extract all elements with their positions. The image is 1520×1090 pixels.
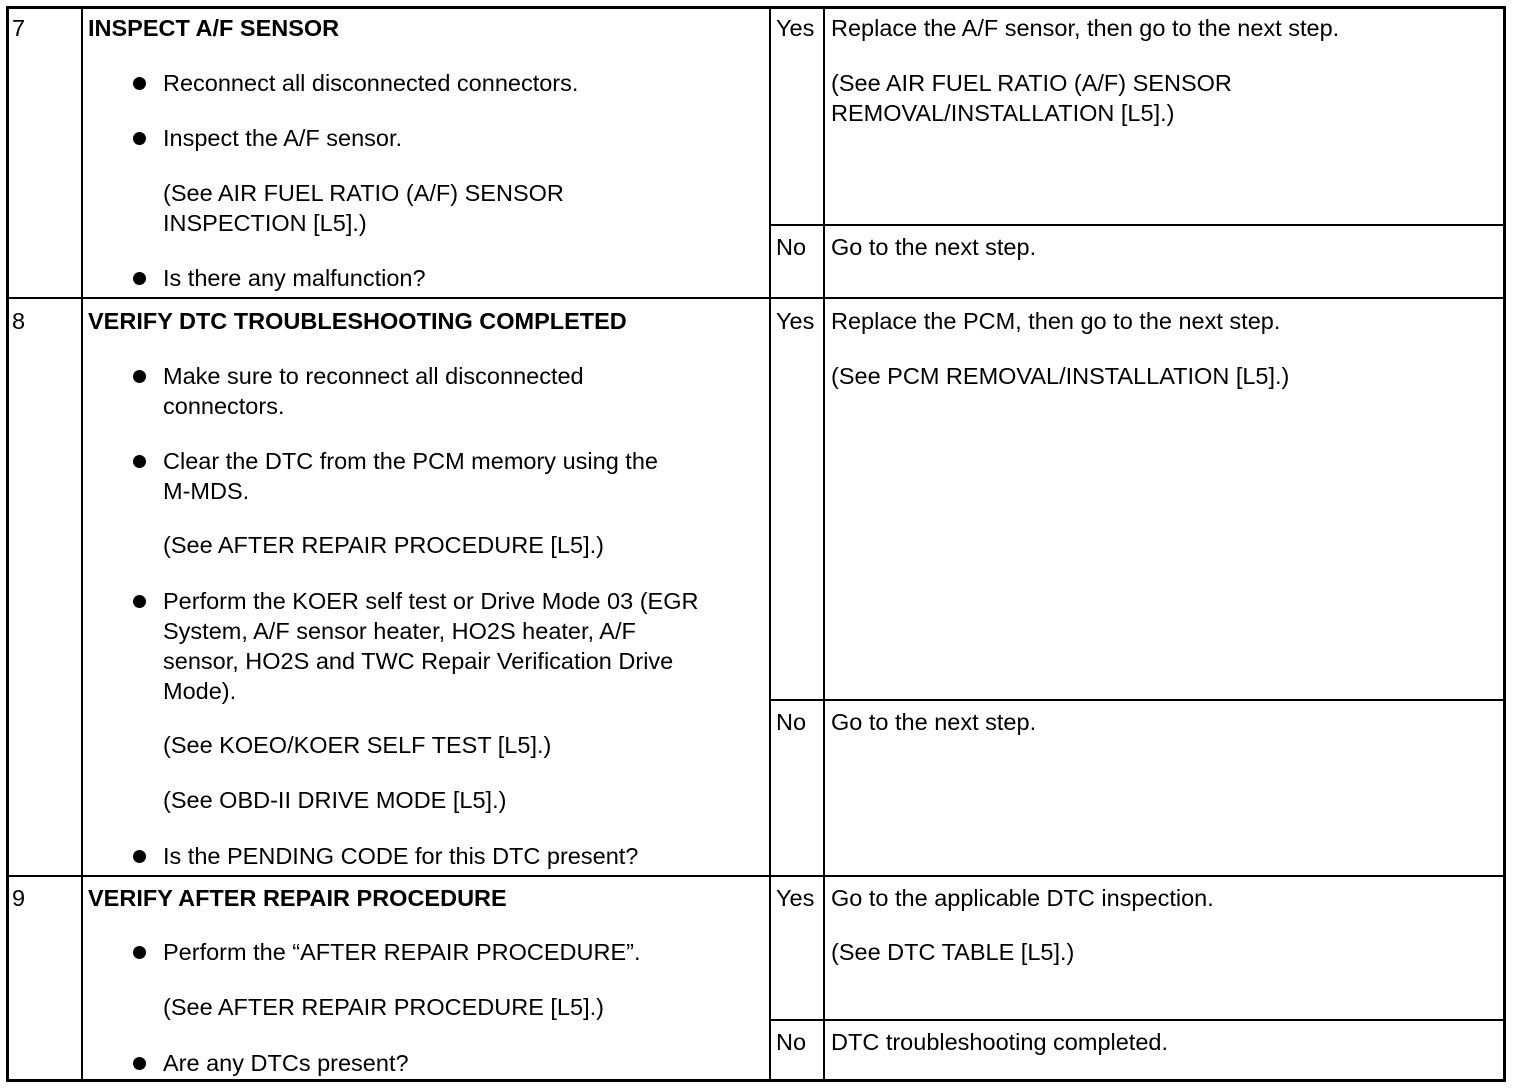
list-item: Perform the “AFTER REPAIR PROCEDURE”. (163, 939, 641, 965)
step-number: 9 (12, 885, 26, 911)
yes-action: Replace the PCM, then go to the next ste… (831, 308, 1281, 334)
reference-note: (See AFTER REPAIR PROCEDURE [L5].) (163, 994, 604, 1020)
no-action: DTC troubleshooting completed. (831, 1029, 1169, 1055)
column-divider-action (769, 8, 771, 1080)
yes-reference: (See AIR FUEL RATIO (A/F) SENSOR (831, 70, 1232, 96)
no-label: No (776, 1029, 807, 1055)
yes-reference: (See PCM REMOVAL/INSTALLATION [L5].) (831, 363, 1290, 389)
yes-label: Yes (776, 15, 815, 41)
step-title: VERIFY AFTER REPAIR PROCEDURE (88, 885, 507, 911)
list-item: Is the PENDING CODE for this DTC present… (163, 843, 639, 869)
list-item: sensor, HO2S and TWC Repair Verification… (163, 648, 674, 674)
step-number: 8 (12, 308, 26, 334)
list-item: M-MDS. (163, 478, 250, 504)
reference-note: (See AIR FUEL RATIO (A/F) SENSOR (163, 180, 564, 206)
no-label: No (776, 234, 807, 260)
bullet-icon (133, 455, 146, 468)
list-item: Inspect the A/F sensor. (163, 125, 403, 151)
column-divider-result (823, 8, 825, 1080)
row-divider-7-8 (8, 297, 1504, 299)
step-title: INSPECT A/F SENSOR (88, 15, 340, 41)
troubleshooting-table (6, 6, 1506, 1082)
bullet-icon (133, 595, 146, 608)
bullet-icon (133, 370, 146, 383)
yes-no-divider-8 (770, 699, 1504, 701)
no-label: No (776, 709, 807, 735)
yes-label: Yes (776, 885, 815, 911)
list-item: System, A/F sensor heater, HO2S heater, … (163, 618, 636, 644)
step-number: 7 (12, 15, 26, 41)
list-item: Is there any malfunction? (163, 265, 426, 291)
list-item: connectors. (163, 393, 285, 419)
column-divider-step (81, 8, 83, 1080)
list-item: Reconnect all disconnected connectors. (163, 70, 579, 96)
reference-note: (See KOEO/KOER SELF TEST [L5].) (163, 732, 552, 758)
bullet-icon (133, 272, 146, 285)
yes-reference: REMOVAL/INSTALLATION [L5].) (831, 100, 1175, 126)
reference-note: (See AFTER REPAIR PROCEDURE [L5].) (163, 532, 604, 558)
bullet-icon (133, 1057, 146, 1070)
yes-no-divider-9 (770, 1019, 1504, 1021)
list-item: Are any DTCs present? (163, 1050, 409, 1076)
list-item: Perform the KOER self test or Drive Mode… (163, 588, 699, 614)
step-title: VERIFY DTC TROUBLESHOOTING COMPLETED (88, 308, 627, 334)
no-action: Go to the next step. (831, 709, 1037, 735)
yes-label: Yes (776, 308, 815, 334)
list-item: Mode). (163, 678, 237, 704)
reference-note: (See OBD-II DRIVE MODE [L5].) (163, 787, 507, 813)
yes-action: Replace the A/F sensor, then go to the n… (831, 15, 1340, 41)
bullet-icon (133, 132, 146, 145)
bullet-icon (133, 850, 146, 863)
yes-no-divider-7 (770, 224, 1504, 226)
bullet-icon (133, 77, 146, 90)
bullet-icon (133, 946, 146, 959)
no-action: Go to the next step. (831, 234, 1037, 260)
yes-reference: (See DTC TABLE [L5].) (831, 939, 1075, 965)
list-item: Make sure to reconnect all disconnected (163, 363, 584, 389)
reference-note: INSPECTION [L5].) (163, 210, 367, 236)
list-item: Clear the DTC from the PCM memory using … (163, 448, 658, 474)
yes-action: Go to the applicable DTC inspection. (831, 885, 1214, 911)
row-divider-8-9 (8, 875, 1504, 877)
